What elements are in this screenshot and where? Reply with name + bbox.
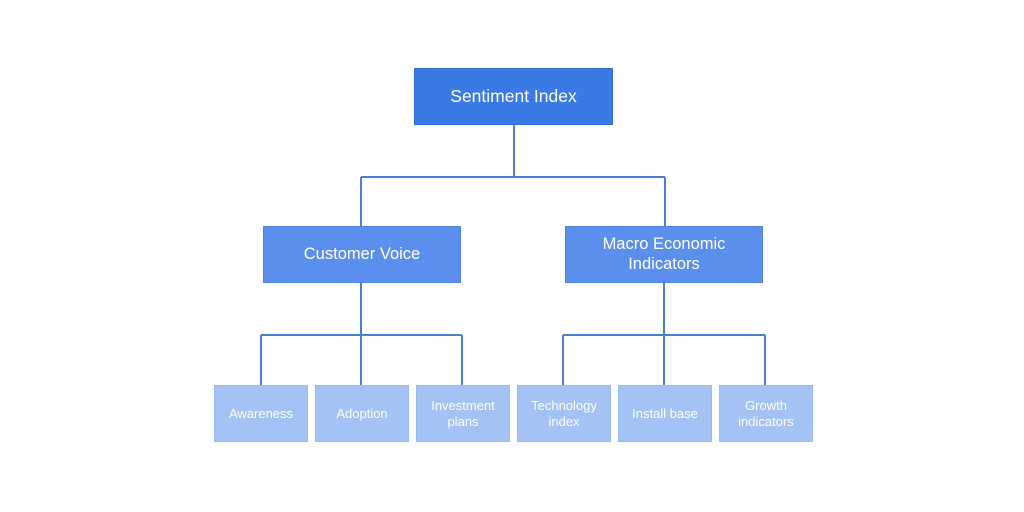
node-awareness[interactable]: Awareness (214, 385, 308, 442)
node-label: Install base (632, 405, 698, 421)
node-label: Customer Voice (303, 244, 421, 263)
node-sentiment-index[interactable]: Sentiment Index (414, 68, 613, 125)
node-label: Investment plans (431, 398, 495, 429)
node-label: Growth indicators (738, 398, 794, 429)
node-growth-indicators[interactable]: Growth indicators (719, 385, 813, 442)
node-adoption[interactable]: Adoption (315, 385, 409, 442)
node-install-base[interactable]: Install base (618, 385, 712, 442)
node-macro-economic-indicators[interactable]: Macro Economic Indicators (565, 226, 763, 283)
node-label: Macro Economic Indicators (602, 235, 726, 273)
node-label: Sentiment Index (450, 86, 577, 107)
node-customer-voice[interactable]: Customer Voice (263, 226, 461, 283)
node-label: Adoption (336, 405, 388, 421)
node-label: Awareness (228, 405, 294, 421)
node-technology-index[interactable]: Technology index (517, 385, 611, 442)
node-label: Technology index (531, 398, 597, 429)
node-investment-plans[interactable]: Investment plans (416, 385, 510, 442)
